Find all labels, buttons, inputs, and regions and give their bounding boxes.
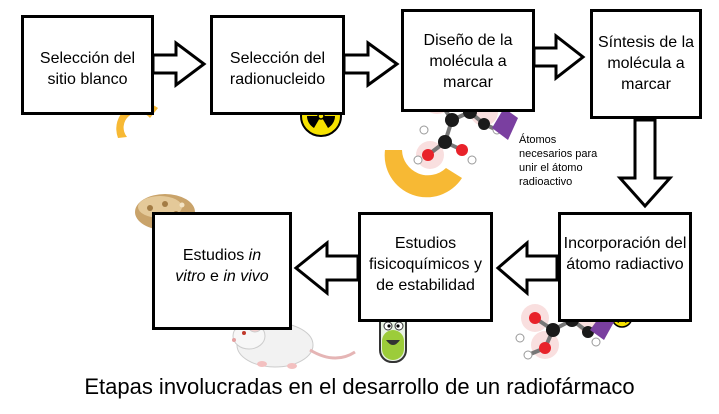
atoms-note: Átomos necesarios para unir el átomo rad… [519, 134, 598, 188]
step-radionucleido: Selección del radionucleido [210, 15, 345, 115]
step-label: Selección del radionucleido [229, 50, 326, 88]
arrow-right-1 [151, 40, 207, 88]
step-sitio-blanco: Selección del sitio blanco [21, 15, 154, 115]
step-label: Diseño de la molécula a marcar [423, 32, 513, 91]
arrow-down [616, 118, 674, 209]
diagram-caption: Etapas involucradas en el desarrollo de … [84, 374, 635, 399]
step-sintesis-molecula: Síntesis de la molécula a marcar [590, 9, 702, 119]
step-label: Estudios fisicoquímicos y de estabilidad [369, 235, 482, 294]
mouse-image [232, 317, 356, 369]
step-label: Selección del sitio blanco [39, 50, 136, 88]
step-diseno-molecula: Diseño de la molécula a marcar [401, 9, 535, 112]
step-label: Síntesis de la molécula a marcar [597, 34, 695, 93]
step-label: Incorporación del átomo radiactivo [563, 235, 687, 273]
step-incorporacion-atomo: Incorporación del átomo radiactivo [558, 212, 692, 322]
arrow-left-1 [495, 239, 559, 297]
arrow-right-2 [342, 40, 400, 88]
arrow-right-3 [532, 32, 586, 82]
step-estudios-fisicoquimicos: Estudios fisicoquímicos y de estabilidad [358, 212, 493, 322]
purple-pointer-icon [492, 108, 518, 140]
target-arc-large-icon [384, 150, 462, 198]
arrow-left-2 [293, 239, 360, 297]
